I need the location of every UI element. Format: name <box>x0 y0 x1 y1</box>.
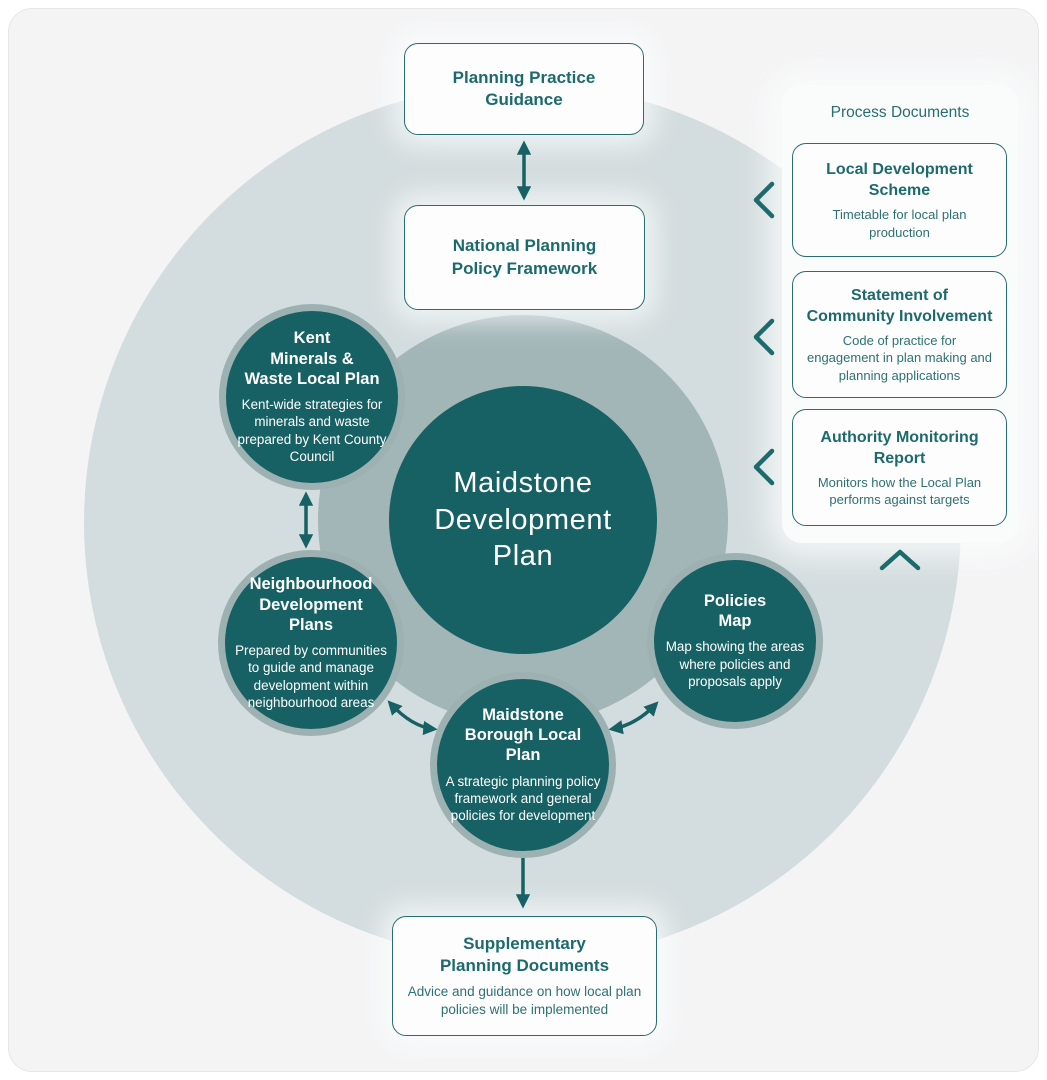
statement-of-community-involvement-box: Statement of Community Involvement Code … <box>792 271 1007 398</box>
box-description: Timetable for local plan production <box>832 207 967 240</box>
circle-title: Maidstone Borough Local Plan <box>464 706 582 765</box>
national-planning-policy-framework-box: National Planning Policy Framework <box>404 205 645 310</box>
circle-title: Kent Minerals & Waste Local Plan <box>244 329 380 388</box>
process-documents-title: Process Documents <box>830 104 970 121</box>
circle-description: Prepared by communities to guide and man… <box>235 642 387 711</box>
box-title: Planning Practice Guidance <box>452 67 596 109</box>
kent-minerals-waste-local-plan-circle: Kent Minerals & Waste Local Plan Kent-wi… <box>219 304 405 490</box>
box-title: Supplementary Planning Documents <box>439 933 610 976</box>
box-title: Local Development Scheme <box>826 161 973 200</box>
box-title: Authority Monitoring Report <box>820 428 979 467</box>
supplementary-planning-documents-box: Supplementary Planning Documents Advice … <box>392 916 657 1036</box>
box-description: Monitors how the Local Plan performs aga… <box>817 474 982 508</box>
maidstone-borough-local-plan-circle: Maidstone Borough Local Plan A strategic… <box>430 672 616 858</box>
box-description: Code of practice for engagement in plan … <box>806 333 993 383</box>
neighbourhood-development-plans-circle: Neighbourhood Development Plans Prepared… <box>218 550 404 736</box>
box-description: Advice and guidance on how local plan po… <box>407 984 642 1018</box>
authority-monitoring-report-box: Authority Monitoring Report Monitors how… <box>792 409 1007 526</box>
circle-title: Policies Map <box>703 592 767 631</box>
circle-description: A strategic planning policy framework an… <box>445 773 601 824</box>
circle-description: Map showing the areas where policies and… <box>665 639 805 690</box>
process-documents-panel: Process Documents Local Development Sche… <box>782 85 1018 543</box>
maidstone-development-plan-circle: Maidstone Development Plan <box>389 386 657 654</box>
box-title: Statement of Community Involvement <box>806 286 993 326</box>
circle-description: Kent-wide strategies for minerals and wa… <box>237 396 387 465</box>
policies-map-circle: Policies Map Map showing the areas where… <box>647 553 823 729</box>
box-title: National Planning Policy Framework <box>451 236 598 278</box>
planning-practice-guidance-box: Planning Practice Guidance <box>404 43 644 135</box>
local-development-scheme-box: Local Development Scheme Timetable for l… <box>792 143 1007 257</box>
circle-title: Neighbourhood Development Plans <box>249 575 373 634</box>
